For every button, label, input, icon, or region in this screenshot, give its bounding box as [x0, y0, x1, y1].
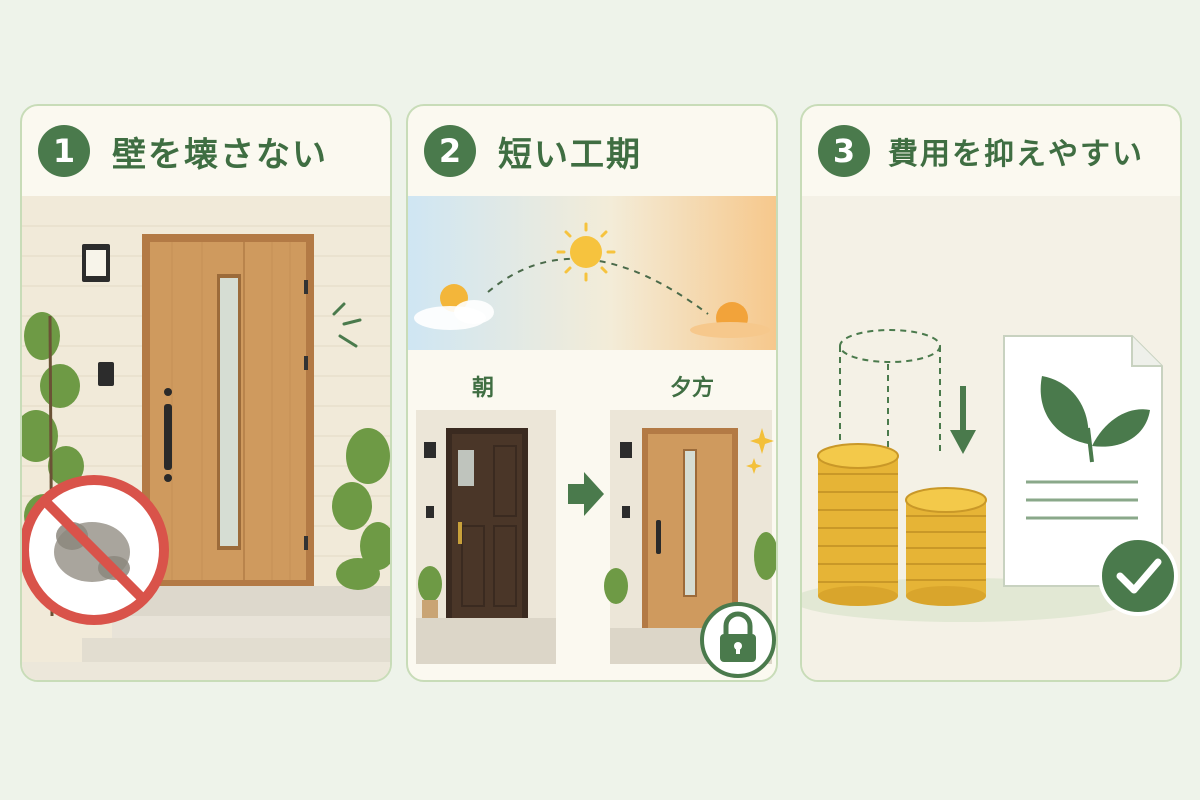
- before-label: 朝: [472, 376, 495, 401]
- card-illustration: [22, 196, 390, 680]
- sun-icon: [556, 222, 616, 282]
- morning-sun-icon: [414, 284, 494, 330]
- after-door-photo: [604, 410, 776, 664]
- card-header: 3 費用を抑えやすい: [802, 106, 1180, 196]
- previous-cost-outline: [839, 329, 941, 456]
- check-icon: [1098, 536, 1178, 616]
- benefit-card-low-cost: 3 費用を抑えやすい: [800, 104, 1182, 682]
- card-title: 費用を抑えやすい: [888, 137, 1144, 172]
- card-illustration: [802, 196, 1180, 680]
- sparkle-icon: [332, 302, 362, 348]
- number-badge: 2: [424, 125, 476, 177]
- arrow-right-icon: [568, 472, 604, 516]
- door-handle-icon: [164, 404, 172, 470]
- number-badge: 3: [818, 125, 870, 177]
- card-header: 2 短い工期: [408, 106, 776, 196]
- coin-stack-small-icon: [905, 487, 987, 606]
- cost-illustration: [802, 196, 1180, 680]
- card-title: 短い工期: [498, 134, 642, 175]
- benefit-card-no-wall-demolition: 1 壁を壊さない: [20, 104, 392, 682]
- card-illustration: 朝 夕方: [408, 196, 776, 680]
- card-title: 壁を壊さない: [112, 134, 328, 175]
- number-badge: 1: [38, 125, 90, 177]
- card-header: 1 壁を壊さない: [22, 106, 390, 196]
- door-illustration: [22, 196, 390, 680]
- no-dust-icon: [22, 475, 169, 625]
- lock-icon: [700, 602, 776, 678]
- leaf-document-icon: [1003, 335, 1163, 587]
- coin-stack-icon: [817, 443, 899, 606]
- wall-lamp-icon: [82, 244, 110, 282]
- after-label: 夕方: [670, 376, 715, 401]
- sparkle-icon: [746, 428, 774, 474]
- before-door-photo: [416, 410, 556, 664]
- arrow-down-icon: [950, 386, 976, 454]
- intercom-icon: [98, 362, 114, 386]
- evening-sun-icon: [690, 302, 770, 338]
- day-timeline-illustration: [408, 196, 776, 678]
- benefit-card-short-construction: 2 短い工期: [406, 104, 778, 682]
